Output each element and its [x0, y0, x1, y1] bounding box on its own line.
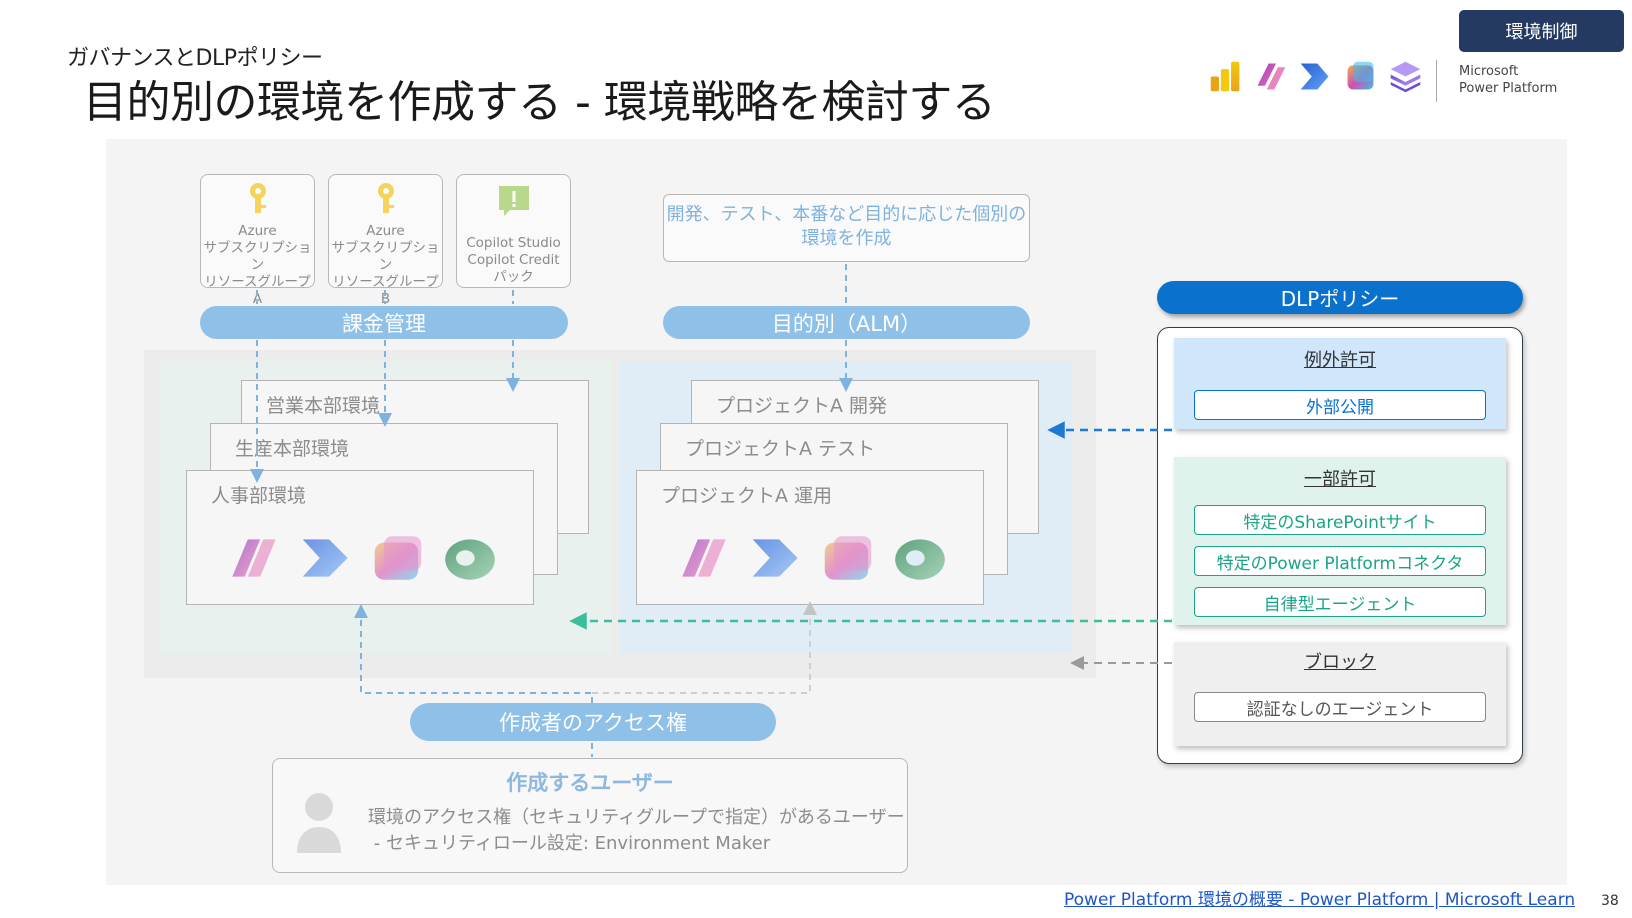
env-label: 生産本部環境 [235, 438, 350, 460]
dlp-item: 外部公開 [1194, 390, 1486, 420]
key-icon [378, 183, 394, 213]
env-app-icons [223, 527, 501, 589]
purpose-line-2: 環境を作成 [801, 228, 892, 249]
source-line: Azure [366, 223, 405, 239]
power-apps-icon [374, 536, 422, 580]
access-rights-label: 作成者のアクセス権 [410, 703, 776, 741]
copilot-studio-icon [232, 539, 276, 577]
product-icons [1207, 58, 1424, 95]
power-automate-icon [752, 539, 798, 577]
dataverse-icon [445, 539, 495, 580]
dataverse-icon [895, 539, 945, 580]
slide-title: 目的別の環境を作成する - 環境戦略を検討する [83, 77, 996, 128]
env-card-hr: 人事部環境 [186, 470, 534, 605]
brand-line-2: Power Platform [1459, 81, 1558, 96]
power-bi-icon [1210, 61, 1240, 92]
section-tag: 環境制御 [1459, 10, 1624, 52]
dlp-item: 特定のPower Platformコネクタ [1194, 546, 1486, 576]
power-pages-icon [1390, 61, 1421, 93]
dlp-item: 特定のSharePointサイト [1194, 505, 1486, 535]
tier-heading: ブロック [1304, 652, 1376, 673]
source-line: リソースグループ B [332, 274, 439, 307]
creator-user-box: 作成するユーザー 環境のアクセス権（セキュリティグループで指定）があるユーザー … [272, 758, 908, 873]
brand-label: Microsoft Power Platform [1459, 63, 1557, 97]
source-line: サブスクリプション [331, 240, 440, 273]
dlp-item: 自律型エージェント [1194, 587, 1486, 617]
purpose-line-1: 開発、テスト、本番など目的に応じた個別の [666, 204, 1027, 225]
user-avatar-icon [297, 793, 341, 853]
user-desc-line-1: 環境のアクセス権（セキュリティグループで指定）があるユーザー [368, 807, 905, 828]
power-automate-icon [1300, 63, 1329, 90]
dlp-policy-label: DLPポリシー [1157, 281, 1523, 314]
user-desc-line-2: - セキュリティロール設定: Environment Maker [368, 833, 771, 854]
copilot-alert-icon [499, 186, 529, 216]
source-line: リソースグループ A [204, 274, 311, 307]
power-apps-icon [1347, 61, 1374, 90]
billing-label: 課金管理 [200, 306, 568, 339]
copilot-studio-icon [682, 539, 726, 577]
page-number: 38 [1601, 893, 1619, 909]
brand-line-1: Microsoft [1459, 64, 1519, 79]
dlp-tier-block: ブロック 認証なしのエージェント [1174, 642, 1506, 746]
env-label: 人事部環境 [211, 485, 307, 507]
env-label: プロジェクトA 運用 [661, 485, 833, 507]
brand-divider [1436, 60, 1437, 102]
key-icon [250, 183, 266, 213]
dlp-item: 認証なしのエージェント [1194, 692, 1486, 722]
user-description: 環境のアクセス権（セキュリティグループで指定）があるユーザー - セキュリティロ… [368, 805, 905, 857]
slide-subtitle: ガバナンスとDLPポリシー [67, 46, 323, 71]
source-box-azure-b: Azure サブスクリプション リソースグループ B [328, 174, 443, 307]
user-title: 作成するユーザー [506, 771, 674, 795]
tier-heading: 一部許可 [1304, 469, 1376, 490]
purpose-description: 開発、テスト、本番など目的に応じた個別の 環境を作成 [663, 194, 1030, 262]
purpose-label: 目的別（ALM） [663, 306, 1030, 339]
dlp-tier-exception: 例外許可 外部公開 [1174, 338, 1506, 429]
source-line: Copilot Credit [467, 252, 560, 268]
power-apps-icon [824, 536, 872, 580]
dlp-tier-partial: 一部許可 特定のSharePointサイト 特定のPower Platformコ… [1174, 457, 1506, 625]
source-line: サブスクリプション [203, 240, 312, 273]
env-label: 営業本部環境 [266, 395, 381, 417]
env-label: プロジェクトA テスト [685, 438, 876, 460]
power-automate-icon [302, 539, 348, 577]
env-card-project-ops: プロジェクトA 運用 [636, 470, 984, 605]
reference-link[interactable]: Power Platform 環境の概要 - Power Platform | … [1064, 890, 1576, 910]
source-line: パック [493, 269, 534, 285]
source-line: Copilot Studio [466, 235, 561, 251]
source-line: Azure [238, 223, 277, 239]
copilot-studio-icon [1257, 63, 1286, 90]
env-label: プロジェクトA 開発 [716, 395, 888, 417]
env-app-icons [673, 527, 951, 589]
tier-heading: 例外許可 [1304, 350, 1376, 371]
source-box-azure-a: Azure サブスクリプション リソースグループ A [200, 174, 315, 307]
source-box-copilot-credit: Copilot Studio Copilot Credit パック [456, 174, 571, 288]
